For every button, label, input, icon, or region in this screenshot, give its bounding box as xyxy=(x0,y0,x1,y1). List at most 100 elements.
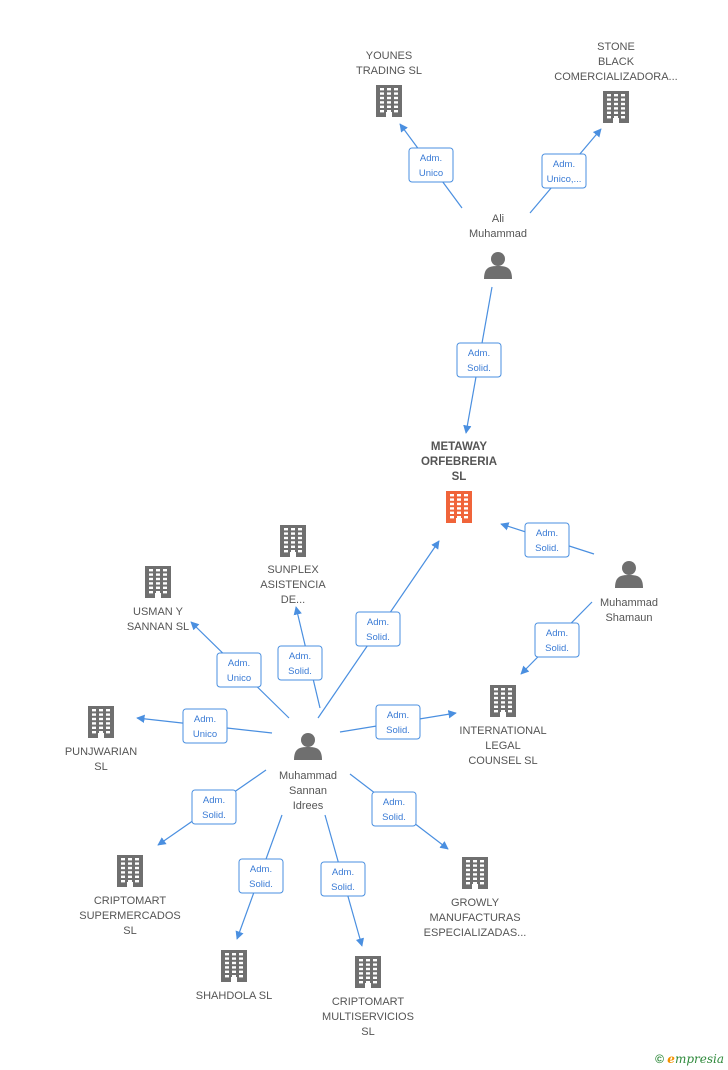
edge-shamaun-to-metaway: Adm. Solid. xyxy=(500,522,595,558)
edge-label-line: Adm. xyxy=(367,617,389,628)
edge-sannan-to-sunplex: Adm.Solid. xyxy=(277,606,323,709)
edge-sannan-to-international: Adm.Solid. xyxy=(339,704,457,740)
edge-role-label[interactable]: Adm.Solid. xyxy=(375,704,421,740)
empresia-brand[interactable]: © empresia xyxy=(655,1052,724,1066)
edge-role-label[interactable]: Adm.Unico xyxy=(182,708,228,744)
edge-label-box xyxy=(216,652,262,688)
edge-role-label[interactable]: Adm.Solid. xyxy=(371,791,417,827)
person-icon xyxy=(615,561,643,588)
copyright-symbol: © xyxy=(655,1052,664,1066)
edge-label-line: Adm. xyxy=(387,710,409,721)
node-label-line: GROWLY xyxy=(451,897,500,909)
node-label-line: LEGAL xyxy=(485,740,520,752)
building-icon xyxy=(88,706,114,738)
node-label-line: USMAN Y xyxy=(133,606,184,618)
edge-ali-to-metaway: Adm. Solid. xyxy=(456,286,502,434)
building-icon xyxy=(462,857,488,889)
building-icon xyxy=(376,85,402,117)
edge-role-label[interactable]: Adm.Solid. xyxy=(355,611,401,647)
brand-initial: e xyxy=(667,1052,675,1066)
edge-role-label[interactable]: Adm. Unico xyxy=(216,652,262,688)
node-label-line: CRIPTOMART xyxy=(94,895,167,907)
edge-role-label[interactable]: Adm. Solid. xyxy=(456,342,502,378)
edge-role-label[interactable]: Adm.Solid. xyxy=(534,622,580,658)
node-label-line: INTERNATIONAL xyxy=(459,725,546,737)
node-label-line: SL xyxy=(452,471,467,483)
node-label-line: TRADING SL xyxy=(356,65,422,77)
edge-sannan-to-punjwarian: Adm.Unico xyxy=(136,708,273,744)
node-label-line: BLACK xyxy=(598,56,635,68)
edge-sannan-to-growly: Adm.Solid. xyxy=(349,773,449,850)
edge-label-line: Adm. xyxy=(420,153,442,164)
edge-label-box xyxy=(355,611,401,647)
building-icon xyxy=(603,91,629,123)
edge-label-box xyxy=(320,861,366,897)
node-label-line: MANUFACTURAS xyxy=(429,912,520,924)
edge-label-line: Adm. xyxy=(289,651,311,662)
edge-role-label[interactable]: Adm.Unico xyxy=(408,147,454,183)
building-icon xyxy=(145,566,171,598)
node-label-line: CRIPTOMART xyxy=(332,996,405,1008)
node-label-line: ASISTENCIA xyxy=(260,579,326,591)
company-node-stone[interactable]: STONEBLACKCOMERCIALIZADORA... xyxy=(554,41,678,123)
edge-label-line: Adm. xyxy=(228,658,250,669)
edge-label-box xyxy=(238,858,284,894)
node-label-line: SL xyxy=(94,761,107,773)
node-label-line: Shamaun xyxy=(605,612,652,624)
edge-sannan-to-cripto_multi: Adm.Solid. xyxy=(320,814,366,947)
edge-label-line: Adm. xyxy=(546,628,568,639)
node-label-line: Muhammad xyxy=(600,597,658,609)
edge-ali-to-younes: Adm.Unico xyxy=(399,123,463,209)
edge-label-box xyxy=(191,789,237,825)
edge-label-line: Unico xyxy=(227,673,251,684)
edge-role-label[interactable]: Adm.Solid. xyxy=(320,861,366,897)
edge-label-box xyxy=(408,147,454,183)
edge-label-box xyxy=(371,791,417,827)
edges-layer: Adm. Unico Adm.Unico,... Adm. Solid. Adm. Soli… xyxy=(136,123,602,947)
edge-label-box xyxy=(534,622,580,658)
node-label-line: Muhammad xyxy=(279,770,337,782)
edge-role-label[interactable]: Adm.Solid. xyxy=(277,645,323,681)
edge-label-line: Solid. xyxy=(535,543,559,554)
edge-label-line: Solid. xyxy=(202,810,226,821)
edge-role-label[interactable]: Adm.Unico,... xyxy=(541,153,587,189)
node-label-line: Ali xyxy=(492,213,504,225)
node-label-line: SUNPLEX xyxy=(267,564,319,576)
node-label-line: COMERCIALIZADORA... xyxy=(554,71,677,83)
company-node-sunplex[interactable]: SUNPLEX ASISTENCIA DE... xyxy=(260,525,326,606)
edge-label-line: Adm. xyxy=(468,348,490,359)
person-icon xyxy=(294,733,322,760)
node-label-line: METAWAY xyxy=(431,441,488,453)
edge-label-line: Solid. xyxy=(467,363,491,374)
edge-role-label[interactable]: Adm. Solid. xyxy=(191,789,237,825)
company-node-punjwarian[interactable]: PUNJWARIAN SL xyxy=(65,706,137,773)
node-label-line: MULTISERVICIOS xyxy=(322,1011,414,1023)
node-label-line: DE... xyxy=(281,594,305,606)
node-label-line: PUNJWARIAN xyxy=(65,746,137,758)
node-label-line: Sannan xyxy=(289,785,327,797)
edge-label-line: Adm. xyxy=(250,864,272,875)
edge-role-label[interactable]: Adm.Solid. xyxy=(238,858,284,894)
edge-label-box xyxy=(456,342,502,378)
company-node-shahdola[interactable]: SHAHDOLA SL xyxy=(196,950,272,1002)
edge-role-label[interactable]: Adm. Solid. xyxy=(524,522,570,558)
edge-sannan-to-usman: Adm. Unico xyxy=(190,621,290,719)
building-icon xyxy=(221,950,247,982)
company-node-growly[interactable]: GROWLYMANUFACTURASESPECIALIZADAS... xyxy=(424,857,527,939)
edge-sannan-to-shahdola: Adm.Solid. xyxy=(235,814,284,940)
edge-label-line: Adm. xyxy=(203,795,225,806)
edge-label-line: Adm. xyxy=(536,528,558,539)
node-label-line: SL xyxy=(123,925,136,937)
edge-label-line: Adm. xyxy=(194,714,216,725)
